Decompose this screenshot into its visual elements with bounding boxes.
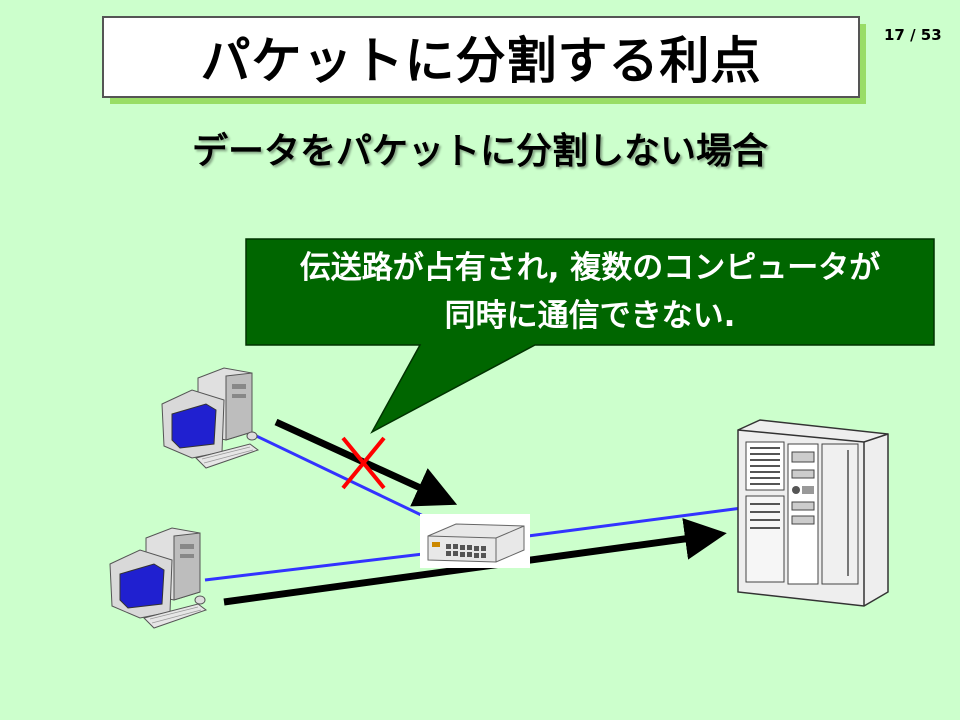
page-number: 17 / 53 — [884, 26, 942, 44]
callout-line-1: 伝送路が占有され, 複数のコンピュータが — [299, 250, 881, 286]
blocked-transfer-arrow — [274, 418, 458, 507]
callout-bubble — [245, 238, 935, 434]
server-tower-icon — [737, 419, 889, 607]
desktop-computer-icon — [161, 367, 260, 469]
blocked-cross-icon — [341, 436, 386, 490]
callout-text: 伝送路が占有され, 複数のコンピュータが 同時に通信できない. — [246, 244, 934, 340]
desktop-computer-icon — [109, 527, 208, 629]
slide-subtitle: データをパケットに分割しない場合 — [191, 131, 768, 172]
slide-title: パケットに分割する利点 — [102, 16, 860, 98]
link-line-pc1-hub — [247, 430, 441, 526]
link-line-hub-server — [527, 506, 743, 538]
network-hub-icon — [420, 514, 530, 568]
link-line-pc2-hub — [204, 550, 441, 582]
callout-line-2: 同時に通信できない. — [444, 298, 736, 334]
active-transfer-arrow — [223, 518, 727, 606]
